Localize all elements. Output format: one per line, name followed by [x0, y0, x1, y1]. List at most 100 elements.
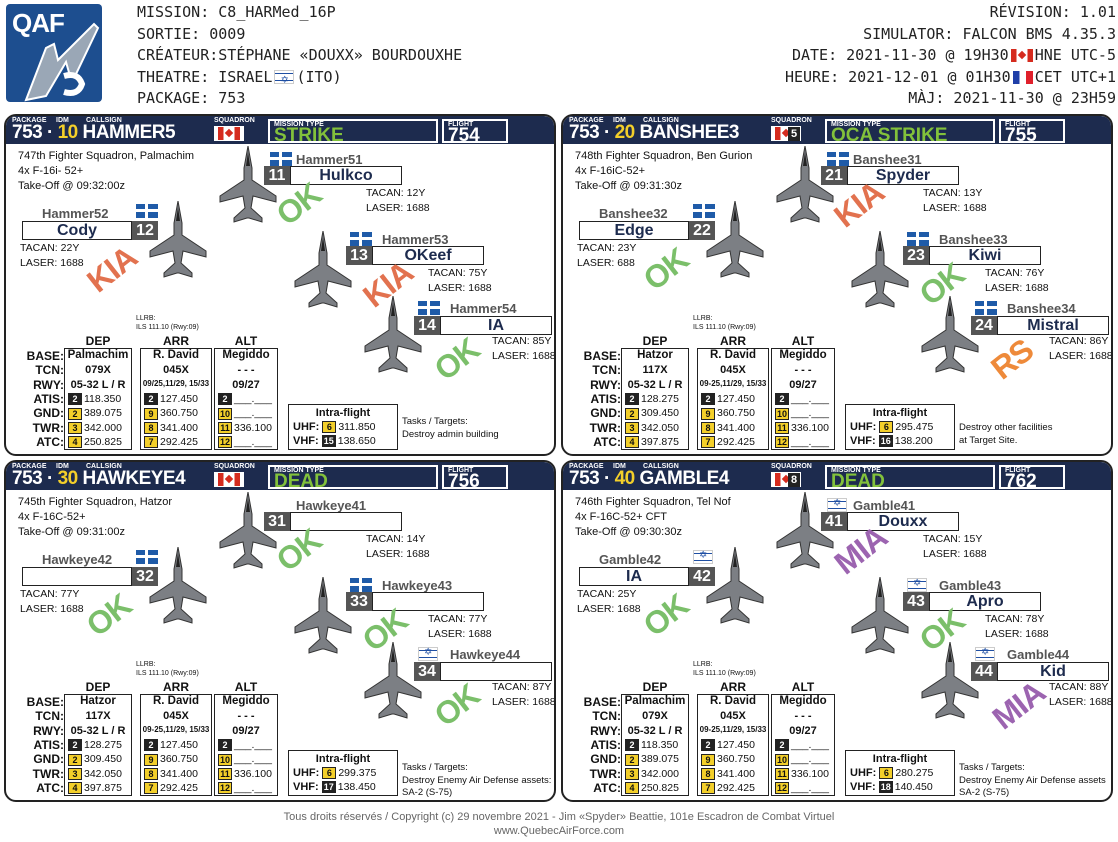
- laser-code: LASER: 1688: [923, 548, 987, 560]
- frequency: 127.450: [160, 739, 198, 751]
- quebec-flag-icon: [136, 203, 158, 218]
- frequency: 342.050: [641, 421, 679, 434]
- tacan: TACAN: 78Y: [985, 613, 1045, 625]
- task-line: Destroy admin building: [402, 428, 499, 440]
- heure-tz: CET UTC+1: [1034, 67, 1116, 86]
- website-footer[interactable]: www.QuebecAirForce.com: [493, 825, 625, 837]
- frequency: 360.750: [160, 753, 198, 766]
- squadron-badge: [214, 126, 244, 141]
- frequency: ___.___: [791, 407, 829, 420]
- airfield-base: Megiddo: [222, 349, 270, 361]
- tacan: TACAN: 12Y: [366, 187, 426, 199]
- vhf-label: VHF:: [850, 781, 876, 793]
- uhf-label: UHF:: [850, 421, 877, 433]
- airfield-base: Palmachim: [67, 349, 129, 361]
- frequency: ___.___: [791, 753, 829, 766]
- laser-code: LASER: 1688: [985, 282, 1049, 294]
- pilot-number: 33: [346, 592, 372, 611]
- info-line: Take-Off @ 09:30:30z: [575, 526, 682, 538]
- heure-text: HEURE: 2021-12-01 @ 01H30: [784, 67, 1011, 86]
- f16-jet-icon: [705, 200, 765, 281]
- f16-jet-icon: [920, 641, 980, 722]
- pilot-callsign: Hawkeye43: [382, 578, 453, 593]
- pilot-number: 42: [689, 567, 715, 586]
- row-label-atc: ATC:: [36, 434, 64, 449]
- airfield-runway: 09/27: [789, 379, 817, 391]
- theatre-line: THEATRE: ISRAEL(ITO): [137, 67, 462, 92]
- row-label-twr: TWR:: [589, 420, 621, 435]
- preset-number: 2: [68, 393, 82, 406]
- row-label-rwy: RWY:: [33, 377, 64, 392]
- pilot-flag: [905, 576, 927, 592]
- preset-number: 3: [625, 421, 639, 434]
- squadron-number: 5: [788, 127, 800, 141]
- frequency: 309.450: [84, 753, 122, 766]
- preset-number: 10: [218, 753, 232, 766]
- tasks-targets: Tasks / Targets:Destroy Enemy Air Defens…: [959, 762, 1106, 800]
- frequency: 336.100: [234, 421, 272, 434]
- preset-number: 2: [68, 407, 82, 420]
- f16-jet-icon: [218, 491, 278, 572]
- ils-info: ILS 111.10 (Rwy:09): [693, 670, 756, 677]
- tacan: TACAN: 75Y: [428, 267, 488, 279]
- idm-label: IDM: [613, 117, 626, 124]
- preset-number: 7: [144, 782, 158, 795]
- task-line: Destroy Enemy Air Defense assets: [959, 774, 1106, 786]
- package-line: 753 · 40 GAMBLE4: [569, 468, 729, 489]
- logo-text: QAF: [12, 8, 65, 38]
- preset-number: 10: [218, 407, 232, 420]
- vhf-freq: 138.450: [337, 781, 376, 793]
- llrb-label: LLRB:: [693, 315, 713, 322]
- f16-jet-icon: [148, 546, 208, 627]
- israel-flag-icon: [693, 549, 713, 564]
- airfield-tacan: 079X: [85, 364, 111, 376]
- copyright-footer: Tous droits réservés / Copyright (c) 29 …: [283, 811, 835, 823]
- status-stamp: RS: [984, 331, 1040, 387]
- pilot-flag: [973, 645, 995, 661]
- preset-number: 12: [218, 436, 232, 449]
- airfield-tacan: 117X: [642, 364, 668, 376]
- f16-jet-icon: [705, 546, 765, 627]
- airfield-runway: 09/27: [232, 379, 260, 391]
- idm-number: 10: [57, 122, 79, 143]
- freq-row: 10___.___: [775, 752, 829, 766]
- preset-number: 2: [625, 393, 639, 406]
- pilot-flag: [134, 202, 158, 218]
- freq-row: 2___.___: [775, 738, 829, 752]
- pilot-name: OKeef: [372, 246, 484, 265]
- info-line: 4x F-16i- 52+: [18, 165, 84, 177]
- frequency: 250.825: [641, 781, 679, 794]
- quebec-flag-icon: [270, 151, 292, 166]
- package-line: PACKAGE: 753: [137, 89, 246, 107]
- package-number: 753: [12, 122, 43, 143]
- package-number: 753: [569, 122, 600, 143]
- theatre-text: THEATRE: ISRAEL: [137, 67, 273, 86]
- preset-number: 2: [701, 393, 715, 406]
- callsign-label: CALLSIGN: [86, 117, 122, 124]
- pilot-name: IA: [579, 567, 689, 586]
- pilot-number: 24: [971, 316, 997, 335]
- flight-number: 762 (x): [1005, 471, 1037, 514]
- ils-info: ILS 111.10 (Rwy:09): [693, 324, 756, 331]
- row-label-twr: TWR:: [589, 766, 621, 781]
